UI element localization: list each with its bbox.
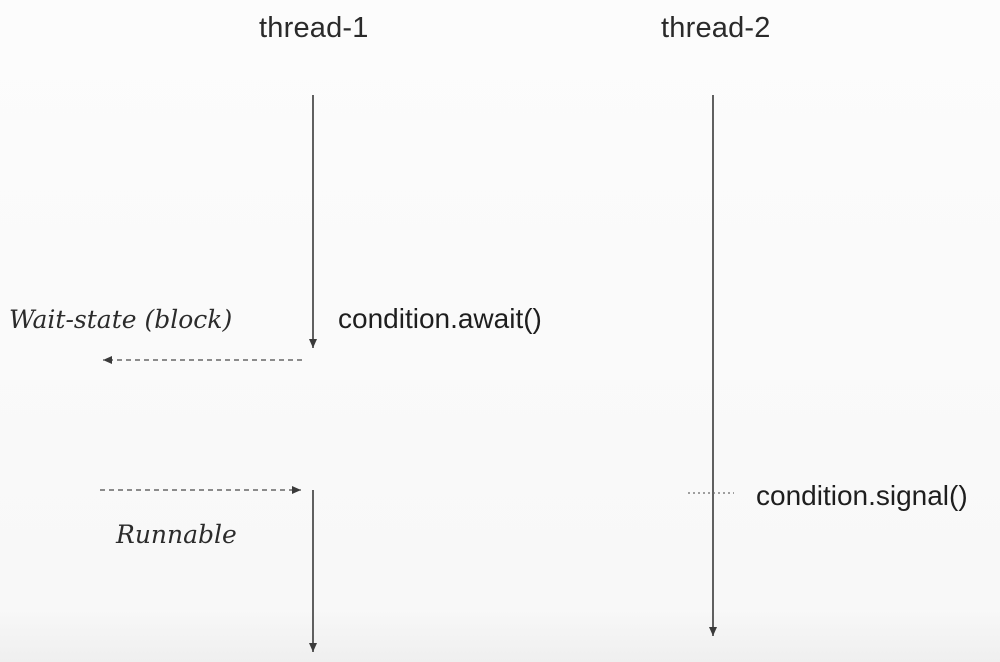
thread-2-label: thread-2 [661, 12, 771, 44]
signal-call-label: condition.signal() [756, 480, 968, 511]
await-call-label: condition.await() [338, 303, 542, 334]
runnable-state-label: Runnable [116, 520, 237, 549]
wait-state-label: Wait-state (block) [9, 305, 233, 334]
thread-1-label: thread-1 [259, 12, 369, 44]
